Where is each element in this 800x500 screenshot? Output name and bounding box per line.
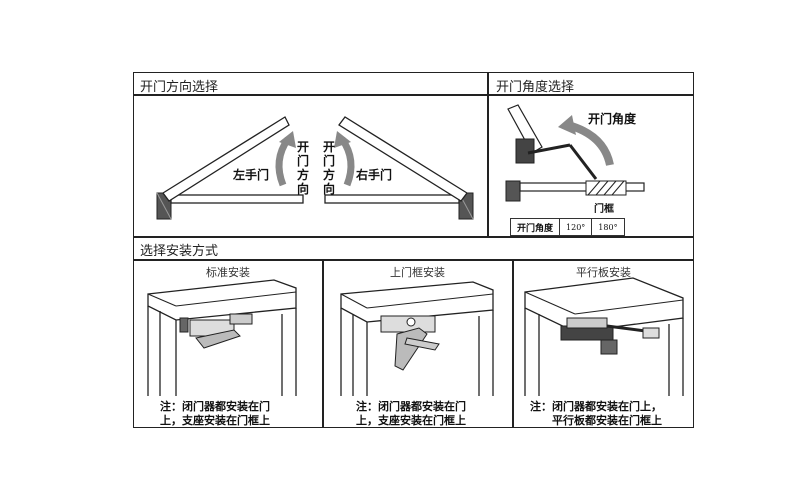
install-title-top-frame: 上门框安装 <box>390 266 445 279</box>
diagram-frame <box>133 72 694 428</box>
divider-install-titles <box>133 259 694 261</box>
install-note-top-frame: 注：闭门器都安装在门 上，支座安装在门框上 <box>356 400 466 428</box>
divider-top <box>133 94 694 96</box>
install-illustration-parallel-arm <box>524 277 684 396</box>
door-frame-label: 门框 <box>594 204 614 215</box>
divider-install-2 <box>512 259 514 428</box>
open-direction-label-left: 开门方向 <box>296 140 309 196</box>
angle-value-120: 120° <box>559 218 593 236</box>
angle-value-180: 180° <box>591 218 625 236</box>
left-hand-door-label: 左手门 <box>233 168 270 182</box>
door-angle-diagram <box>505 104 645 202</box>
install-note-parallel-arm: 注：闭门器都安装在门上， 平行板都安装在门框上 <box>530 400 662 428</box>
install-note-parallel-arm-line1: 注：闭门器都安装在门上， <box>530 400 662 413</box>
install-note-top-frame-line2: 上，支座安装在门框上 <box>356 414 466 427</box>
divider-mid-vertical <box>487 72 489 236</box>
section-title-door-angle: 开门角度选择 <box>496 80 575 95</box>
install-note-standard: 注：闭门器都安装在门 上，支座安装在门框上 <box>160 400 270 428</box>
install-illustration-top-frame <box>340 281 494 396</box>
door-angle-table: 开门角度 120° 180° <box>509 218 625 236</box>
install-title-standard: 标准安装 <box>206 266 250 279</box>
install-note-parallel-arm-line2: 平行板都安装在门框上 <box>552 414 662 427</box>
install-title-parallel-arm: 平行板安装 <box>576 266 631 279</box>
install-note-top-frame-line1: 注：闭门器都安装在门 <box>356 400 466 413</box>
install-note-standard-line2: 上，支座安装在门框上 <box>160 414 270 427</box>
angle-table-header: 开门角度 <box>509 218 561 236</box>
right-hand-door-label: 右手门 <box>356 168 393 182</box>
open-direction-label-right: 开门方向 <box>322 140 335 196</box>
divider-install-1 <box>322 259 324 428</box>
door-direction-diagram <box>156 116 474 220</box>
section-title-door-direction: 开门方向选择 <box>140 80 219 95</box>
install-note-standard-line1: 注：闭门器都安装在门 <box>160 400 270 413</box>
divider-middle <box>133 236 694 238</box>
door-angle-arrow-label: 开门角度 <box>588 112 637 126</box>
section-title-install-method: 选择安装方式 <box>140 244 219 259</box>
install-illustration-standard <box>147 279 297 396</box>
